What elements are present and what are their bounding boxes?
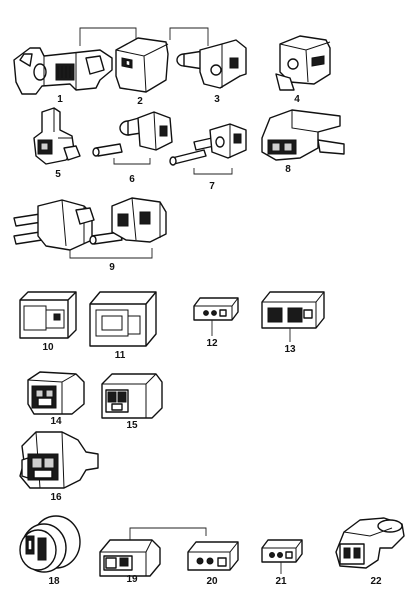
connector-part-14 [27, 371, 85, 415]
connector-part-22 [335, 517, 405, 569]
label-part-2: 2 [137, 96, 143, 107]
connector-part-13 [261, 291, 325, 329]
connector-part-8 [261, 109, 345, 161]
label-part-8: 8 [285, 164, 291, 175]
label-part-18: 18 [48, 576, 60, 587]
label-part-5: 5 [55, 169, 61, 180]
label-part-10: 10 [42, 342, 54, 353]
label-part-3: 3 [214, 94, 220, 105]
bracket-7 [193, 168, 233, 175]
connector-part-20 [187, 541, 239, 571]
label-part-16: 16 [50, 492, 62, 503]
label-part-12: 12 [206, 338, 218, 349]
connector-part-1 [13, 47, 113, 95]
connector-part-9 [13, 197, 167, 251]
connector-part-21 [261, 539, 303, 563]
label-part-7: 7 [209, 181, 215, 192]
bracket-2-3 [169, 27, 209, 46]
connector-part-2 [115, 37, 169, 93]
bracket-1-2 [79, 27, 137, 46]
connector-part-19 [99, 539, 161, 577]
label-part-19: 19 [126, 574, 138, 585]
label-part-13: 13 [284, 344, 296, 355]
connector-part-7 [169, 123, 247, 166]
label-part-22: 22 [370, 576, 382, 587]
connector-part-15 [101, 373, 163, 419]
bracket-19-20 [129, 527, 207, 548]
connector-part-6 [92, 111, 173, 157]
label-part-14: 14 [50, 416, 62, 427]
connector-part-12 [193, 297, 239, 321]
bracket-6 [113, 158, 151, 165]
label-part-1: 1 [57, 94, 63, 105]
label-part-6: 6 [129, 174, 135, 185]
label-part-4: 4 [294, 94, 300, 105]
connector-part-3 [176, 39, 247, 89]
label-part-15: 15 [126, 420, 138, 431]
label-part-11: 11 [115, 350, 126, 361]
connector-part-10 [19, 291, 77, 339]
connector-part-16 [19, 431, 99, 489]
label-part-21: 21 [275, 576, 287, 587]
label-part-20: 20 [206, 576, 218, 587]
bracket-9 [69, 248, 153, 259]
connector-part-5 [33, 107, 81, 165]
label-part-9: 9 [109, 262, 115, 273]
connector-part-18 [19, 515, 81, 573]
connector-part-11 [89, 291, 157, 347]
connector-part-4 [275, 35, 331, 91]
